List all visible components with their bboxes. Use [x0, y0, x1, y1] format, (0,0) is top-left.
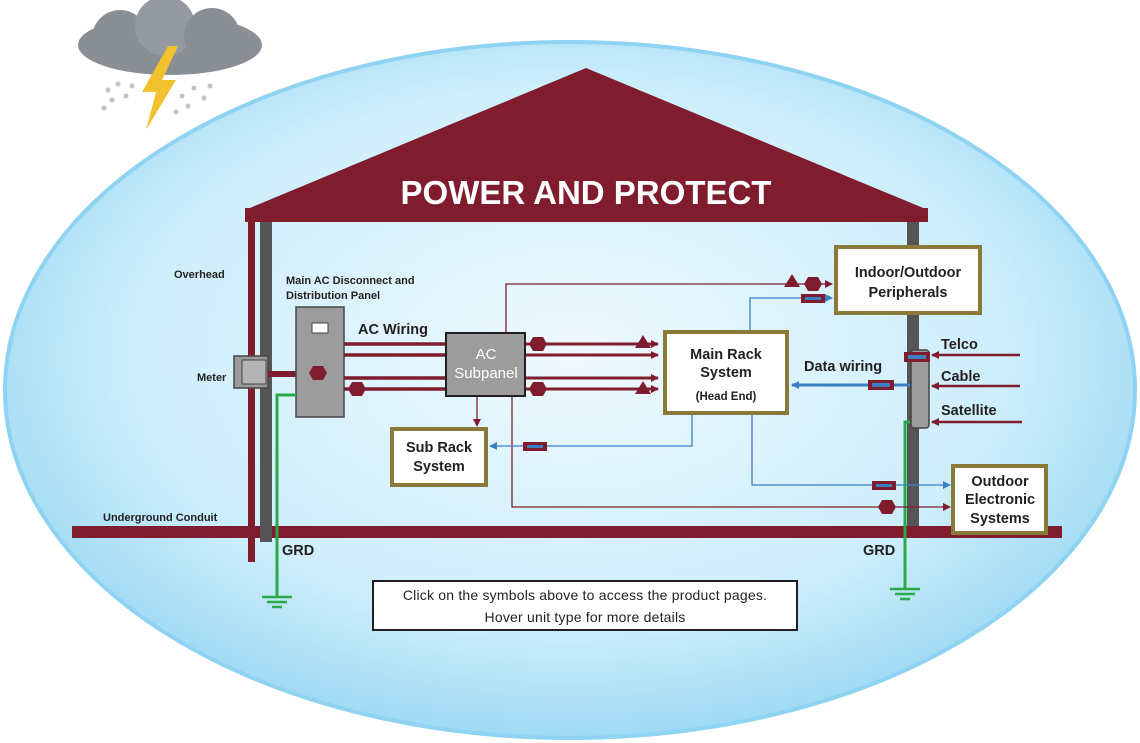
overhead-label: Overhead: [174, 269, 225, 281]
hexagon-protector-icon[interactable]: [804, 277, 822, 291]
service-entry-device[interactable]: [910, 349, 930, 429]
sub-rack-box[interactable]: [390, 427, 488, 487]
grd-left-label: GRD: [282, 543, 314, 559]
ground-icon: [890, 587, 920, 601]
ac-subpanel-label: Subpanel: [454, 365, 517, 382]
lightning-icon: [142, 46, 178, 130]
hexagon-protector-icon[interactable]: [348, 382, 366, 396]
peripherals-label: Indoor/Outdoor: [855, 265, 962, 281]
telco-label: Telco: [941, 337, 978, 353]
main-rack-box[interactable]: [663, 330, 789, 415]
outdoor-systems-label: Electronic: [965, 492, 1035, 508]
ground-icon: [262, 595, 292, 609]
incoming-service-lines: [931, 351, 1022, 426]
cable-label: Cable: [941, 369, 981, 385]
ac-wiring-panel-to-subpanel: [344, 342, 446, 391]
data-wiring-label: Data wiring: [804, 359, 882, 375]
instruction-note: Click on the symbols above to access the…: [372, 580, 798, 631]
hexagon-protector-icon[interactable]: [529, 337, 547, 351]
peripherals-box[interactable]: [834, 245, 982, 315]
main-rack-label: Main Rack: [690, 347, 763, 363]
roof-eave: [245, 208, 928, 222]
underground-label: Underground Conduit: [103, 512, 218, 524]
ac-subpanel-box[interactable]: [445, 332, 526, 397]
main-ac-disconnect-panel[interactable]: [295, 306, 345, 418]
data-line-to-sub-rack: [489, 414, 693, 450]
hexagon-protector-icon[interactable]: [309, 366, 327, 380]
ground-wire-left: [275, 393, 296, 596]
hexagon-protector-icon[interactable]: [529, 382, 547, 396]
page-title: POWER AND PROTECT: [401, 174, 772, 211]
triangle-protector-icon[interactable]: [635, 381, 651, 394]
sub-rack-label: System: [413, 459, 465, 475]
storm-cloud-icon: [78, 0, 262, 115]
ac-wiring-label: AC Wiring: [358, 322, 428, 338]
underground-conduit: [72, 526, 1062, 538]
main-rack-label: (Head End): [696, 391, 757, 403]
power-line-to-peripherals: [505, 280, 833, 334]
sub-rack-label: Sub Rack: [406, 440, 473, 456]
instruction-line-1: Click on the symbols above to access the…: [402, 587, 768, 603]
satellite-label: Satellite: [941, 403, 997, 419]
ac-subpanel-label: AC: [476, 346, 497, 363]
main-disconnect-label: Main AC Disconnect and: [286, 275, 415, 287]
main-rack-label: System: [700, 365, 752, 381]
utility-pole: [248, 222, 255, 562]
ac-wiring-subpanel-to-rack: [525, 340, 659, 393]
house-roof: [245, 68, 928, 210]
peripherals-label: Peripherals: [869, 285, 948, 301]
triangle-protector-icon[interactable]: [635, 335, 651, 348]
power-line-to-outdoor: [511, 396, 951, 511]
main-disconnect-label: Distribution Panel: [286, 290, 380, 302]
instruction-line-2: Hover unit type for more details: [484, 609, 686, 625]
outdoor-systems-box[interactable]: [951, 464, 1048, 535]
hexagon-protector-icon[interactable]: [878, 500, 896, 514]
grd-right-label: GRD: [863, 543, 895, 559]
meter-label: Meter: [197, 372, 227, 384]
triangle-protector-icon[interactable]: [784, 274, 800, 287]
outdoor-systems-label: Systems: [970, 511, 1030, 527]
outdoor-systems-label: Outdoor: [971, 474, 1029, 490]
